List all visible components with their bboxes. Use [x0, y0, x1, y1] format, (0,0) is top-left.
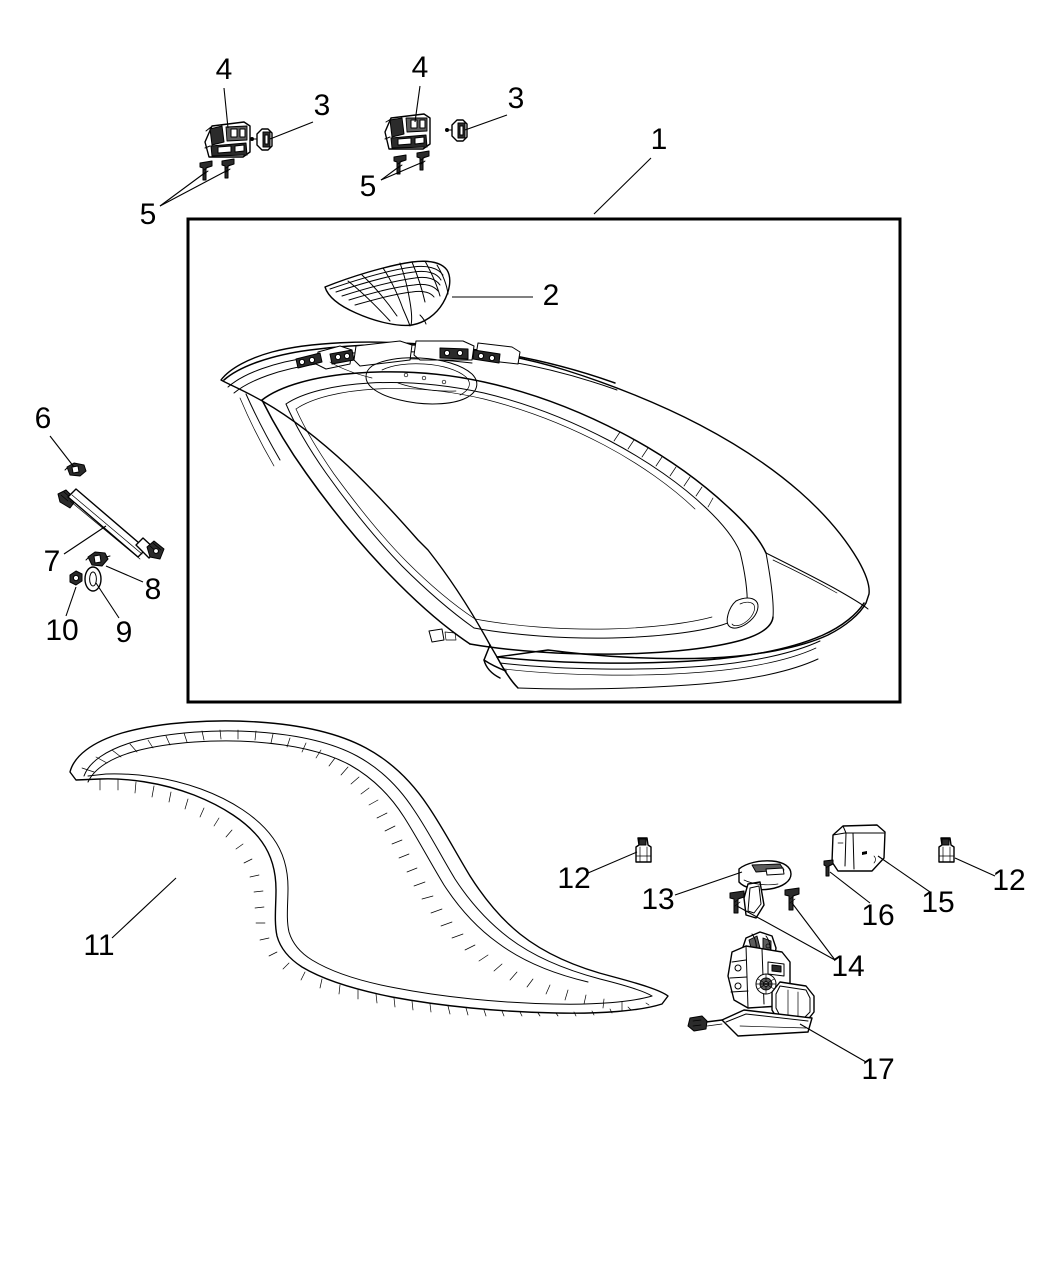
hinge-screws-left[interactable] — [199, 158, 235, 181]
bumper-stop-left[interactable] — [635, 837, 652, 863]
callout-12-left: 12 — [557, 862, 590, 895]
callout-12-right: 12 — [992, 864, 1025, 897]
hinge-left[interactable] — [204, 121, 251, 158]
callout-16: 16 — [861, 899, 894, 932]
liftgate-assembly[interactable] — [220, 340, 870, 690]
striker-screw — [784, 887, 800, 911]
latch-cover[interactable] — [831, 824, 886, 872]
bumper-stop-right[interactable] — [938, 837, 955, 863]
gas-strut[interactable] — [57, 488, 165, 560]
callout-1: 1 — [651, 123, 668, 156]
strut-stud-nut[interactable] — [85, 551, 111, 567]
strut-nut[interactable] — [69, 570, 83, 586]
liftgate-latch-assembly[interactable] — [687, 931, 815, 1037]
cover-screw[interactable] — [823, 859, 834, 877]
hinge-screw — [416, 150, 430, 171]
callout-3-right: 3 — [508, 82, 525, 115]
handle-recess — [726, 597, 759, 629]
seal-ribs — [81, 729, 623, 1012]
callout-9: 9 — [116, 616, 133, 649]
hinge-right[interactable] — [384, 113, 431, 150]
callout-5-left: 5 — [140, 198, 157, 231]
liftgate-weatherstrip-seal[interactable] — [69, 720, 669, 1017]
callout-6: 6 — [35, 402, 52, 435]
callout-3-left: 3 — [314, 89, 331, 122]
callout-15: 15 — [921, 886, 954, 919]
latch-striker[interactable] — [738, 860, 792, 919]
strut-ball-stud[interactable] — [64, 462, 87, 477]
liftgate-assembly-frame — [186, 217, 902, 704]
spoiler[interactable] — [324, 260, 451, 327]
liftgate-upper-hardware — [295, 340, 521, 405]
callout-8: 8 — [145, 573, 162, 606]
callout-11: 11 — [83, 929, 114, 962]
seal-ribs-lower — [99, 778, 650, 1017]
hinge-bolt-right[interactable] — [445, 119, 468, 142]
striker-screw — [729, 890, 745, 914]
callout-7: 7 — [44, 545, 61, 578]
callout-10: 10 — [45, 614, 78, 647]
hinge-screw — [199, 160, 213, 181]
leader-lines — [49, 85, 996, 1063]
striker-screws[interactable] — [729, 887, 800, 914]
callout-17: 17 — [861, 1053, 894, 1086]
callout-4-right: 4 — [412, 51, 429, 84]
callout-13: 13 — [641, 883, 674, 916]
hinge-screws-right[interactable] — [393, 150, 430, 175]
hinge-screw — [221, 158, 235, 179]
lower-bracket — [428, 628, 457, 643]
callout-2: 2 — [543, 279, 560, 312]
hinge-screw — [393, 154, 407, 175]
callout-4-left: 4 — [216, 53, 233, 86]
hinge-bolt-left[interactable] — [250, 128, 273, 151]
callout-5-right: 5 — [360, 170, 377, 203]
callout-14: 14 — [831, 950, 864, 983]
